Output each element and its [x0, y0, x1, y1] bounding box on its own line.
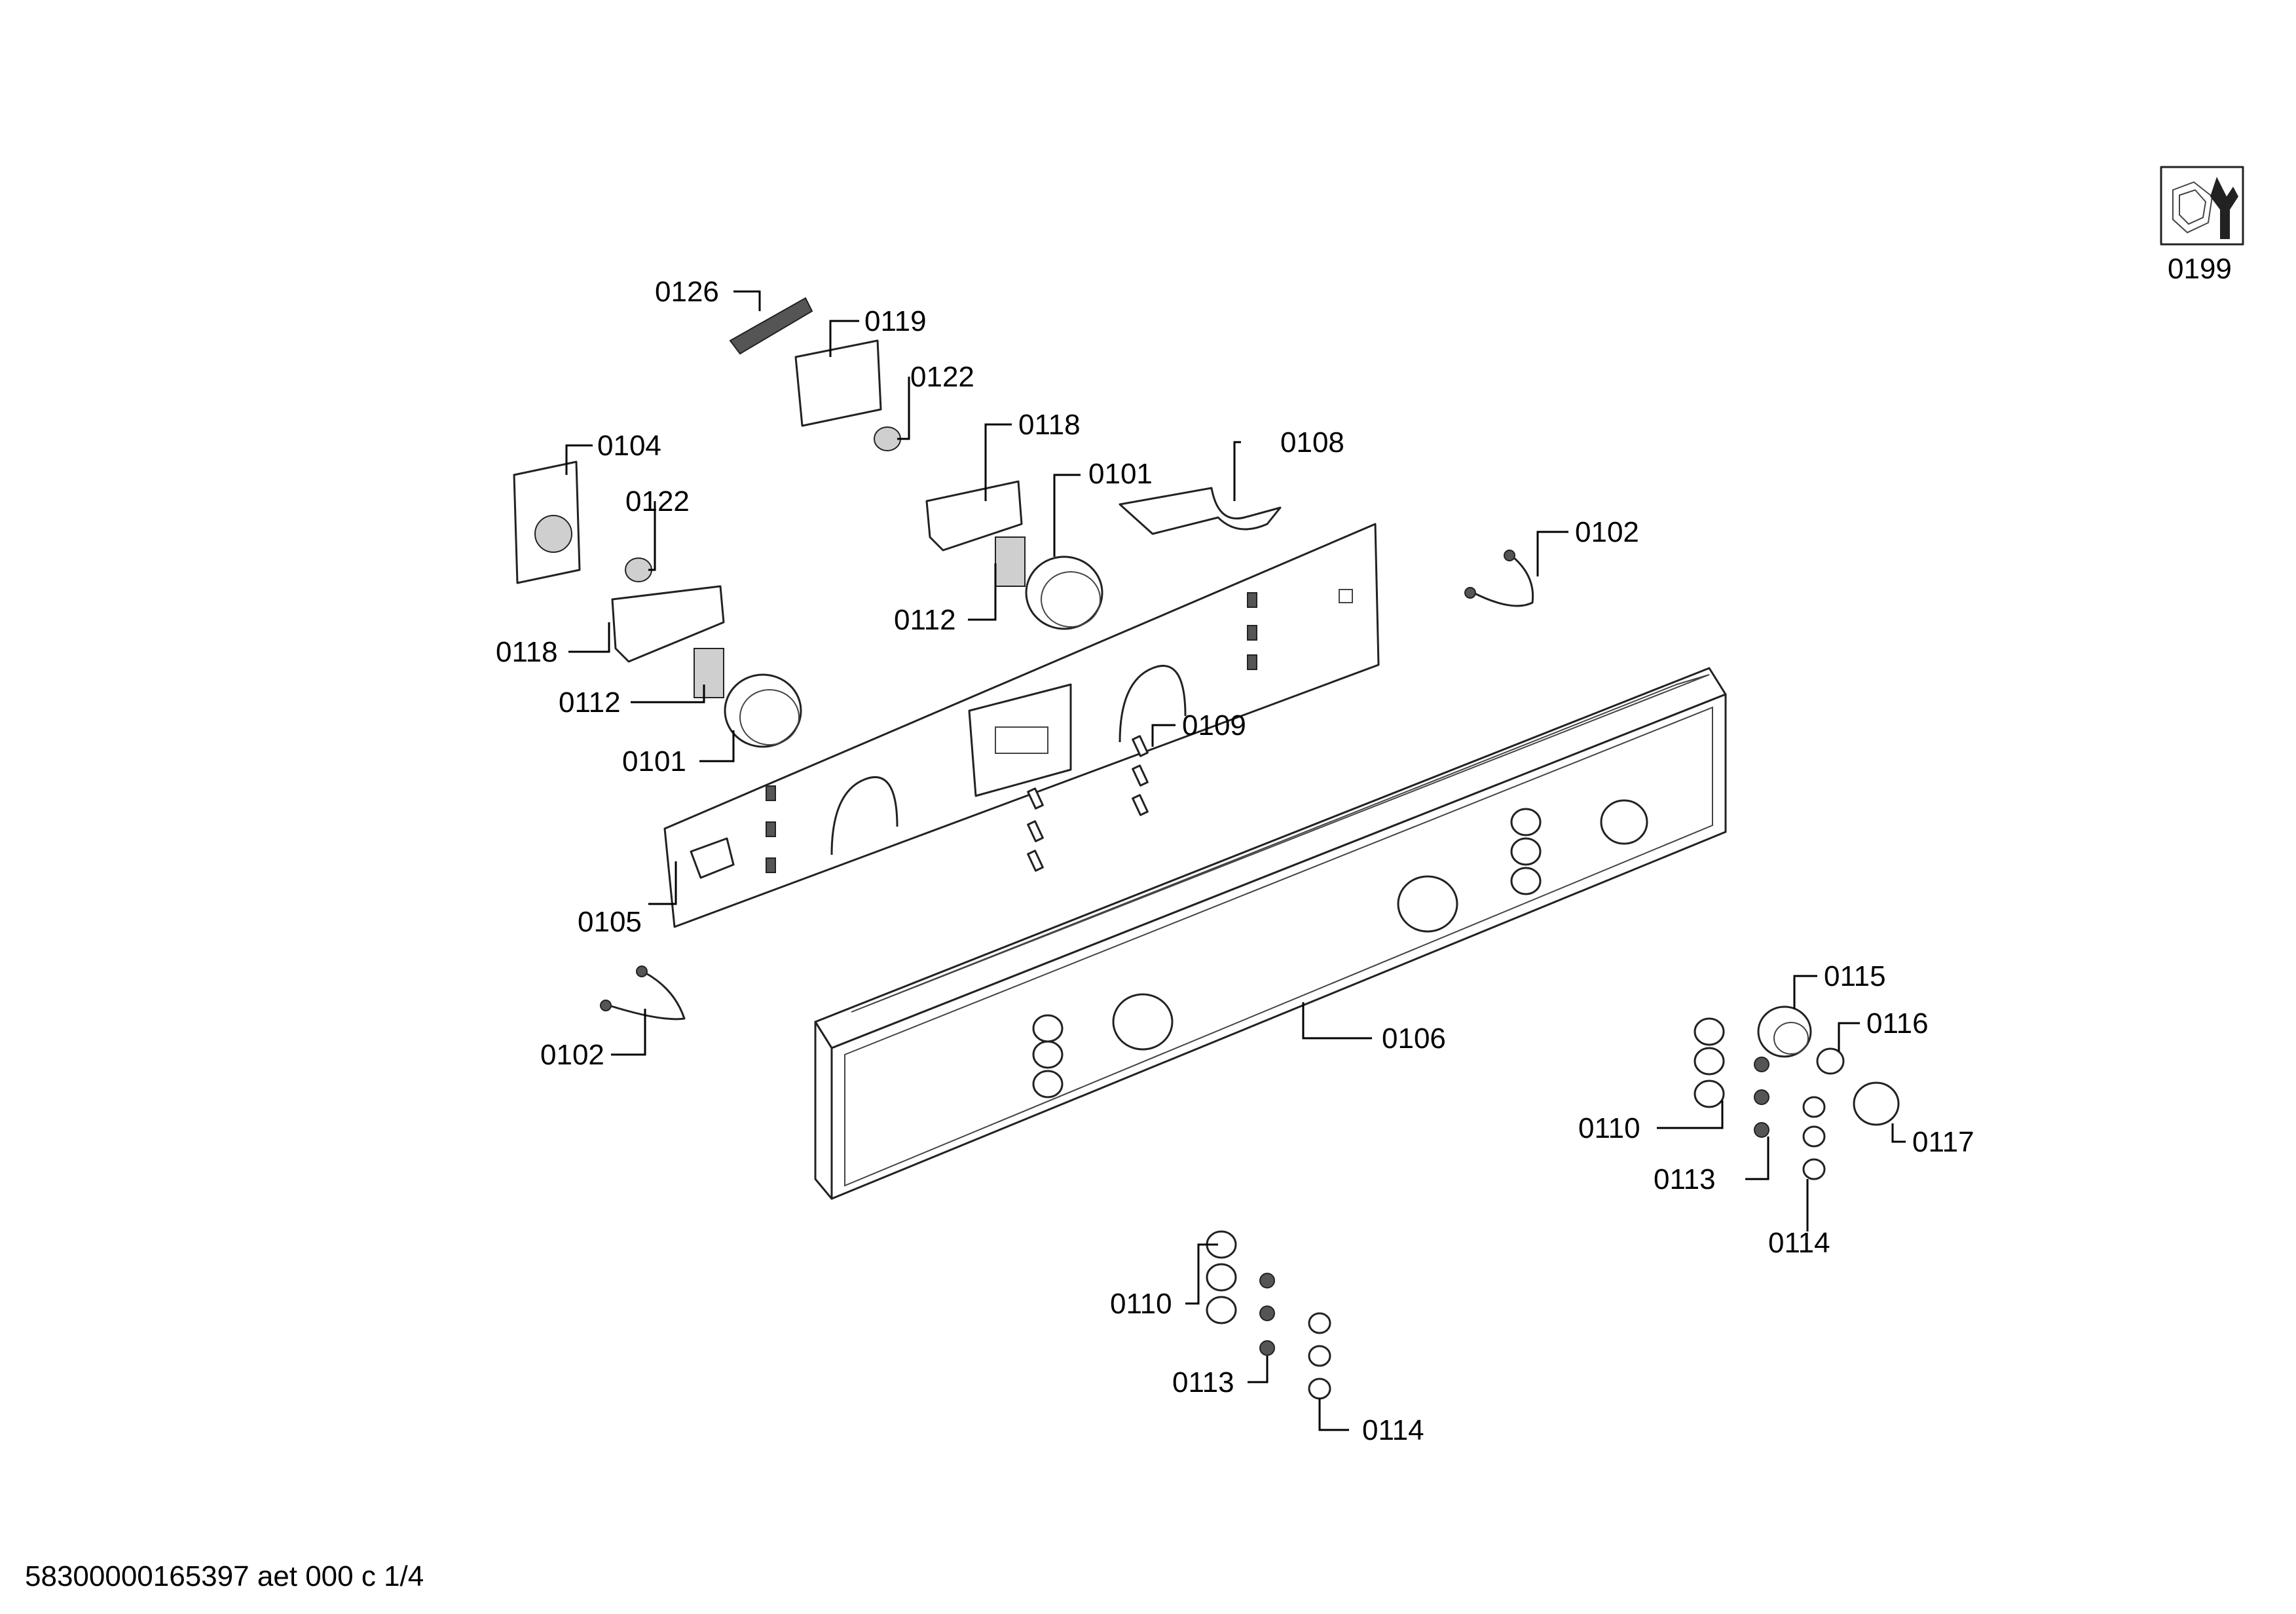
callout-0114-bottom: 0114	[1362, 1414, 1424, 1446]
callout-0105: 0105	[578, 906, 642, 938]
callout-0110-right: 0110	[1578, 1112, 1640, 1144]
cable-0102-left	[600, 966, 686, 1021]
connector-0126	[729, 297, 813, 355]
light-pipes-0109	[1027, 735, 1149, 872]
callout-0112-top: 0112	[894, 604, 956, 636]
callout-0110-bottom: 0110	[1110, 1288, 1172, 1320]
bracket-0119	[794, 339, 882, 427]
callout-0109: 0109	[1182, 709, 1246, 741]
springs-0110-bottom	[1206, 1230, 1237, 1324]
callout-0119: 0119	[864, 305, 927, 337]
ring-0115	[1757, 1005, 1812, 1058]
rotary-switch-0122-top	[874, 426, 901, 451]
document-code: 58300000165397 aet 000 c 1/4	[25, 1560, 424, 1592]
callout-0112-left: 0112	[559, 686, 621, 719]
nuts-0113-bottom	[1259, 1273, 1275, 1356]
callout-0126: 0126	[655, 276, 719, 308]
shaft-0112-left	[694, 648, 724, 698]
cap-0117	[1853, 1081, 1900, 1126]
callout-0101-left: 0101	[622, 745, 686, 778]
callout-0106: 0106	[1382, 1023, 1446, 1055]
callout-0102-left: 0102	[540, 1039, 604, 1071]
tool-icon-label: 0199	[2168, 253, 2232, 285]
service-tool-icon[interactable]	[2160, 166, 2244, 246]
callout-0122-top: 0122	[910, 361, 974, 393]
callout-0118-left: 0118	[496, 636, 558, 668]
knob-0101-left	[724, 673, 802, 748]
bracket-0118-left	[611, 585, 725, 663]
springs-0110-right	[1694, 1017, 1725, 1108]
control-board-0105	[663, 523, 1380, 928]
callout-0104: 0104	[597, 430, 661, 462]
cable-0102-right	[1464, 550, 1534, 607]
shaft-0112-right	[995, 536, 1026, 587]
callout-0115: 0115	[1824, 960, 1886, 992]
clips-0114-bottom	[1308, 1312, 1331, 1400]
callout-0117: 0117	[1912, 1126, 1974, 1158]
callout-labels: 0126 0119 0122 0104 0122 0118 0101 0108 …	[496, 253, 2232, 1446]
seal-0116	[1816, 1047, 1845, 1075]
leader-lines	[565, 290, 1906, 1431]
callout-0113-bottom: 0113	[1172, 1366, 1234, 1398]
callout-0108: 0108	[1280, 426, 1344, 459]
callout-0116: 0116	[1866, 1007, 1929, 1040]
front-panel-0106	[814, 667, 1727, 1200]
callout-0102-right: 0102	[1575, 516, 1639, 548]
callout-0113-right: 0113	[1654, 1163, 1716, 1195]
knob-0101-right	[1025, 555, 1103, 630]
callout-0114-right: 0114	[1768, 1227, 1830, 1259]
bracket-0104	[513, 460, 581, 584]
callout-0122-left: 0122	[625, 485, 690, 517]
bracket-0118-right	[925, 480, 1023, 552]
ribbon-cable-0108	[1119, 487, 1282, 535]
callout-0118-top: 0118	[1018, 409, 1081, 441]
nuts-0113-right	[1754, 1057, 1769, 1138]
rotary-switch-0122-left	[625, 557, 652, 582]
clips-0114-right	[1802, 1096, 1826, 1180]
callout-0101-top: 0101	[1088, 458, 1153, 490]
